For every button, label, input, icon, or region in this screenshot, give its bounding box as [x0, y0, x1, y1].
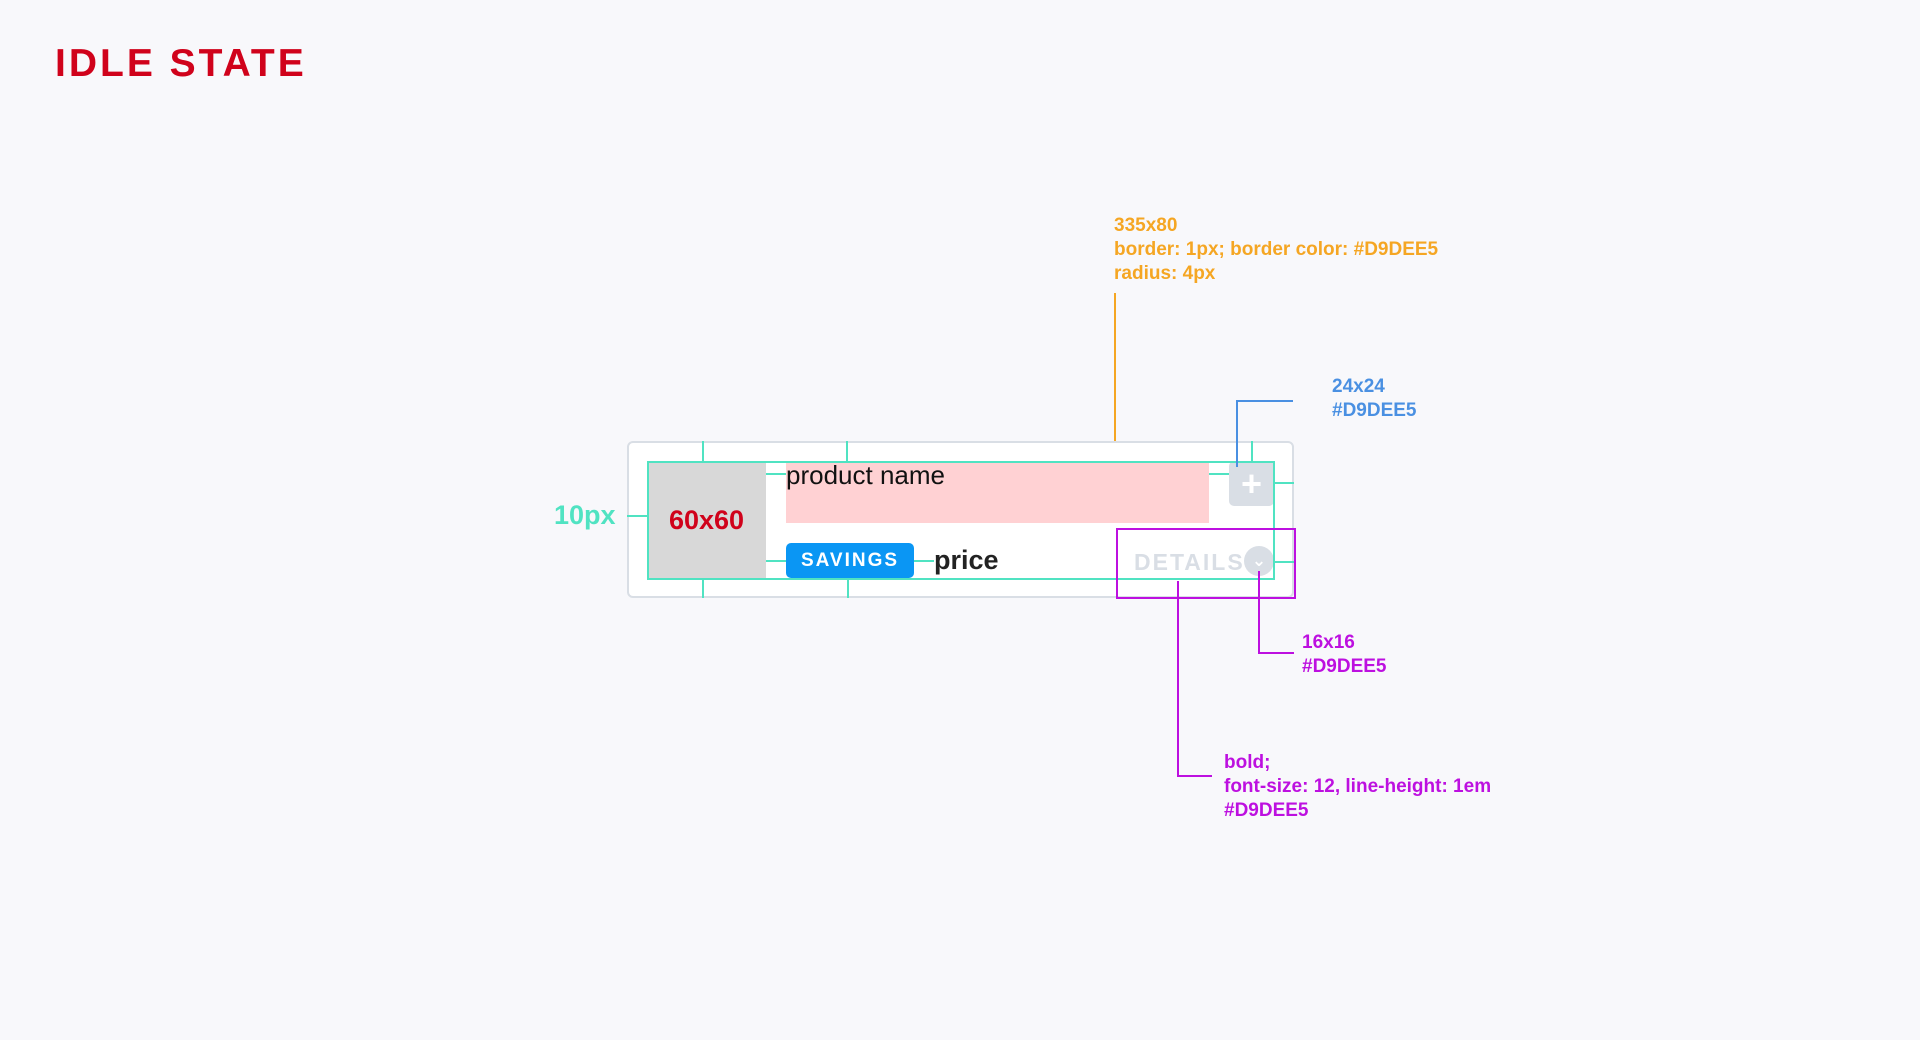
spacing-label: 10px — [554, 500, 616, 530]
card-radius-note: radius: 4px — [1114, 263, 1216, 284]
chevron-size-note: 16x16 — [1302, 632, 1355, 653]
padding-outline — [647, 461, 1275, 580]
details-color-note: #D9DEE5 — [1224, 800, 1309, 821]
add-size-note: 24x24 — [1332, 376, 1385, 397]
product-name-area — [786, 463, 1209, 523]
card-border-note: border: 1px; border color: #D9DEE5 — [1114, 239, 1439, 260]
details-link[interactable]: DETAILS — [1134, 549, 1245, 575]
page-title: IDLE STATE — [55, 42, 307, 85]
add-button[interactable]: + — [1229, 461, 1274, 506]
details-font-note: font-size: 12, line-height: 1em — [1224, 776, 1492, 797]
details-callout-line — [1177, 581, 1212, 777]
plus-icon: + — [1240, 462, 1263, 504]
card-size-note: 335x80 — [1114, 215, 1178, 236]
details-outline — [1116, 528, 1296, 599]
product-name: product name — [786, 460, 945, 490]
chevron-color-note: #D9DEE5 — [1302, 656, 1387, 677]
product-thumbnail: 60x60 — [647, 461, 766, 580]
add-color-note: #D9DEE5 — [1332, 400, 1417, 421]
savings-badge: SAVINGS — [786, 543, 914, 578]
price-label: price — [934, 545, 999, 575]
chevron-callout-line — [1258, 571, 1294, 654]
thumbnail-size-label: 60x60 — [668, 505, 745, 535]
add-callout-line — [1236, 400, 1293, 467]
details-weight-note: bold; — [1224, 752, 1271, 773]
